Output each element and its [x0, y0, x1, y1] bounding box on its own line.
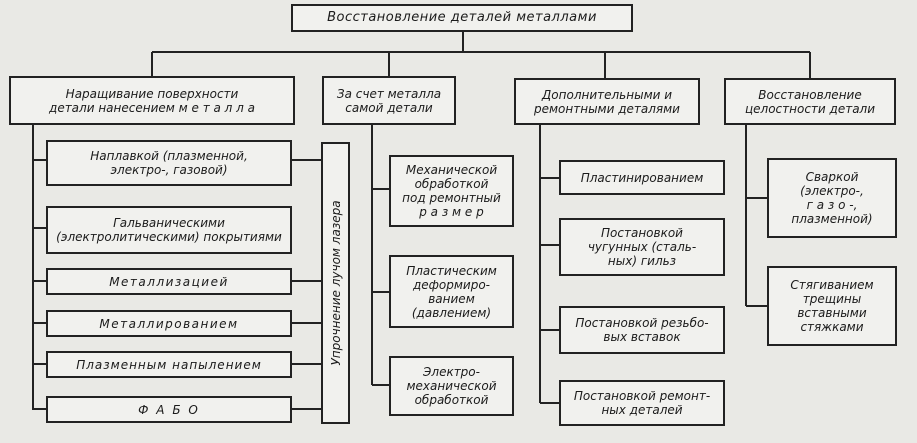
method-crack-stitching: Стягиванием трещины вставными стяжками — [767, 266, 897, 346]
method-welding: Сваркой (электро-, г а з о -, плазменной… — [767, 158, 897, 238]
laser-hardening-node: Упрочнение лучом лазера — [321, 142, 350, 424]
method-surfacing: Наплавкой (плазменной, электро-, газовой… — [46, 140, 292, 186]
method-plastic-deformation: Пластическим деформиро- ванием (давление… — [389, 255, 514, 328]
method-plasma-spraying: Плазменным напылением — [46, 351, 292, 378]
laser-hardening-label: Упрочнение лучом лазера — [328, 200, 343, 366]
category-own-metal: За счет металла самой детали — [322, 76, 456, 125]
method-electromechanical: Электро- механической обработкой — [389, 356, 514, 416]
method-machining-repair-size: Механической обработкой под ремонтный р … — [389, 155, 514, 227]
method-threaded-inserts: Постановкой резьбо- вых вставок — [559, 306, 725, 354]
category-integrity: Восстановление целостности детали — [724, 78, 896, 125]
method-cast-iron-sleeves: Постановкой чугунных (сталь- ных) гильз — [559, 218, 725, 276]
method-plating-inserts: Пластинированием — [559, 160, 725, 195]
category-additional-parts: Дополнительными и ремонтными деталями — [514, 78, 700, 125]
method-repair-parts: Постановкой ремонт- ных деталей — [559, 380, 725, 426]
category-deposition: Наращивание поверхности детали нанесение… — [9, 76, 295, 125]
method-metallization: Металлизацией — [46, 268, 292, 295]
method-fabo: Ф А Б О — [46, 396, 292, 423]
method-galvanic-coating: Гальваническими (электролитическими) пок… — [46, 206, 292, 254]
root-node: Восстановление деталей металлами — [291, 4, 633, 32]
method-metal-plating: Металлированием — [46, 310, 292, 337]
